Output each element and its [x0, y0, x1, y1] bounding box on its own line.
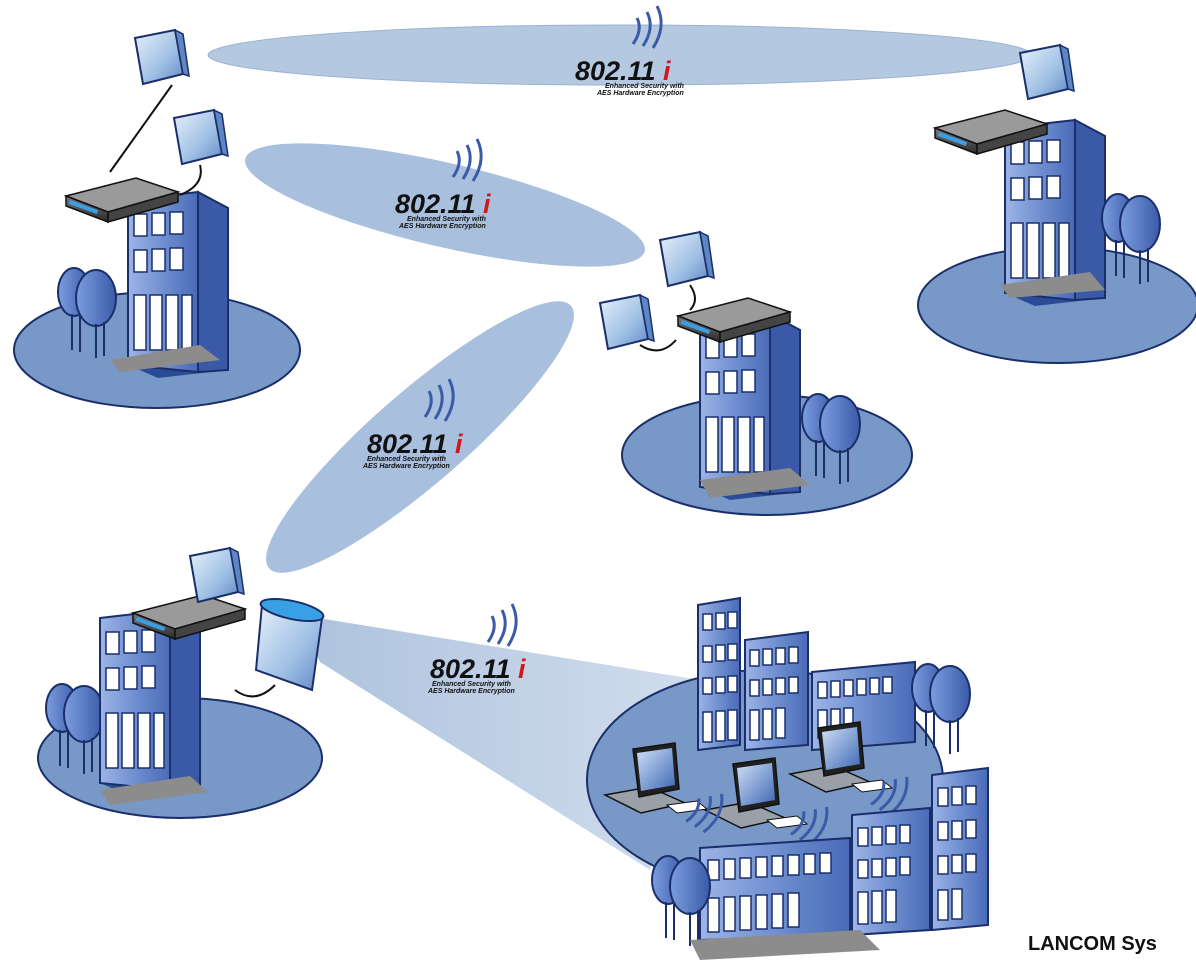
antenna-cable	[234, 684, 276, 698]
site-top-right	[917, 44, 1196, 364]
site-campus	[586, 596, 989, 960]
wireless-beam-upper-middle	[245, 143, 645, 267]
building-icon	[931, 766, 989, 932]
building-icon	[99, 609, 201, 797]
standard-label-bottom: 802.11 i Enhanced Security with AES Hard…	[427, 602, 526, 695]
standard-suffix: i	[483, 189, 491, 219]
caption-line1: Enhanced Security with	[407, 216, 486, 223]
caption-line1: Enhanced Security with	[432, 681, 511, 688]
antenna-panel-icon	[659, 231, 715, 287]
wireless-signal-icon	[486, 602, 518, 648]
building-shadow	[690, 930, 880, 960]
standard-suffix: i	[455, 429, 463, 459]
standard-label-upper-middle: 802.11 i Enhanced Security with AES Hard…	[395, 137, 491, 230]
building-shadow	[1000, 272, 1105, 298]
antenna-cable	[109, 84, 173, 173]
antenna-panel-icon	[599, 294, 655, 350]
building-icon	[697, 596, 741, 752]
brand-text: LANCOM Sys	[1028, 933, 1157, 955]
caption-line2: AES Hardware Encryption	[596, 90, 684, 97]
standard-suffix: i	[663, 56, 671, 86]
building-shadow	[100, 776, 208, 805]
standard-number: 802.11	[430, 654, 511, 684]
site-center	[599, 231, 913, 516]
site-top-left	[13, 29, 301, 409]
caption-line2: AES Hardware Encryption	[398, 223, 486, 230]
standard-number: 802.11	[395, 189, 476, 219]
standard-number: 802.11	[367, 429, 448, 459]
building-icon	[851, 806, 931, 937]
standard-suffix: i	[518, 654, 526, 684]
caption-line1: Enhanced Security with	[605, 83, 684, 90]
directional-antenna-icon	[254, 597, 325, 692]
standard-label-top: 802.11 i Enhanced Security with AES Hard…	[575, 4, 684, 97]
caption-line2: AES Hardware Encryption	[427, 688, 515, 695]
wireless-beam-middle-diagonal	[266, 301, 574, 573]
caption-line2: AES Hardware Encryption	[362, 463, 450, 470]
standard-number: 802.11	[575, 56, 656, 86]
antenna-cable	[639, 339, 677, 352]
standard-label-middle-diagonal: 802.11 i Enhanced Security with AES Hard…	[362, 377, 463, 470]
antenna-panel-icon	[134, 29, 190, 85]
site-bottom-left	[37, 547, 325, 819]
antenna-cable	[689, 284, 696, 311]
antenna-panel-icon	[1019, 44, 1075, 100]
antenna-panel-icon	[173, 109, 229, 165]
building-icon	[744, 630, 809, 752]
building-icon	[699, 836, 851, 942]
building-shadow	[110, 345, 220, 372]
caption-line1: Enhanced Security with	[367, 456, 446, 463]
building-shadow	[700, 468, 810, 498]
antenna-cable	[179, 164, 202, 196]
antenna-panel-icon	[189, 547, 245, 603]
